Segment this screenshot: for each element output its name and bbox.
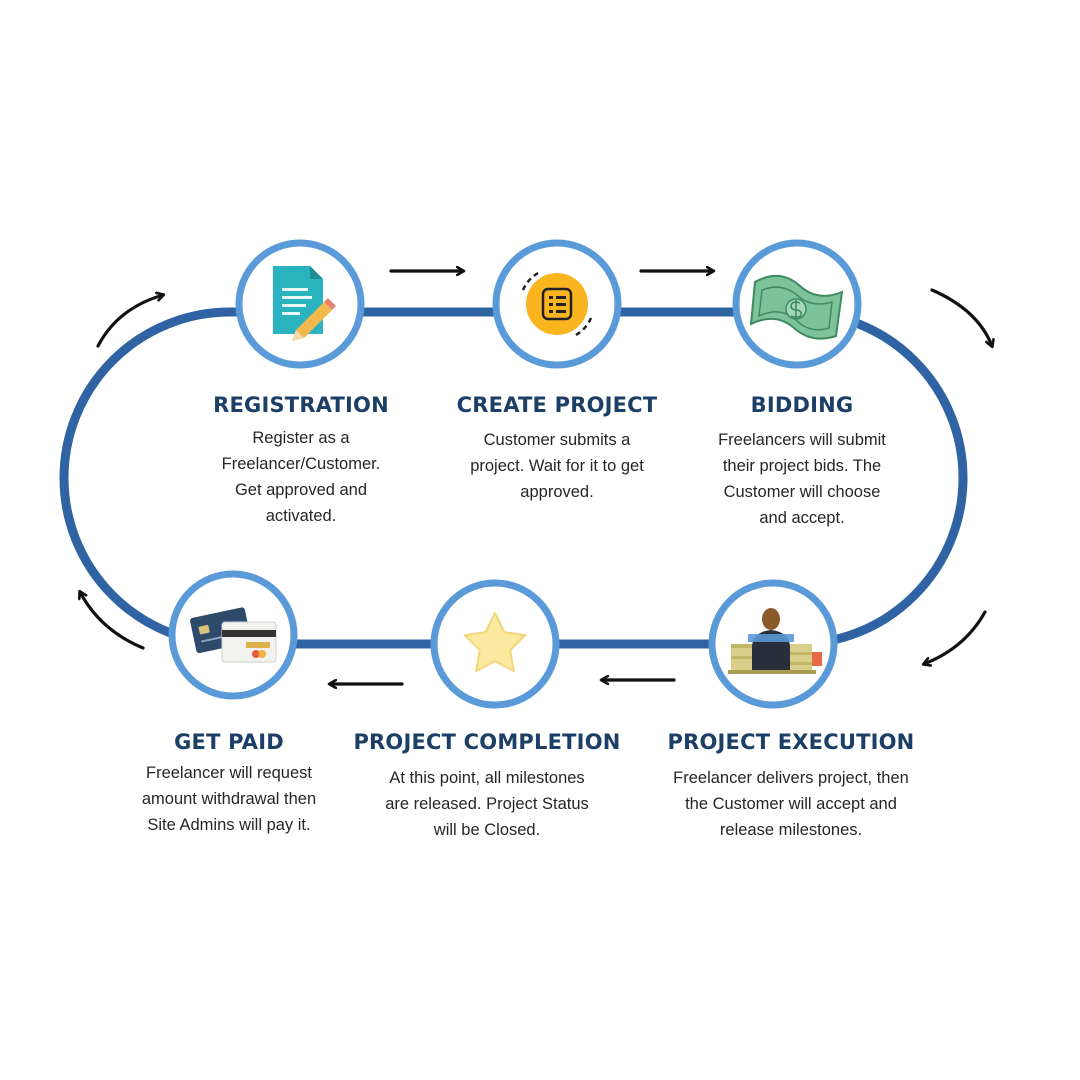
step-description-line: Get approved and: [234, 481, 368, 499]
step-title-create-project: CREATE PROJECT: [456, 393, 658, 417]
step-description-line: Freelancer will request: [146, 764, 312, 782]
step-description-registration: Register as a Freelancer/Customer. Get app…: [141, 425, 461, 529]
step-node-bidding: [732, 239, 862, 369]
arrow-curve-top-right: [930, 288, 992, 346]
arrow-curve-bottom-right: [924, 610, 987, 664]
step-description-get-paid: Freelancer will request amount withdrawal…: [69, 760, 389, 838]
step-description-line: Customer submits a: [483, 431, 631, 449]
arrow-curve-bottom-left: [80, 592, 145, 650]
step-description-line: their project bids. The: [722, 457, 882, 475]
step-description-line: the Customer will accept and: [685, 795, 897, 813]
person-at-desk-icon: [728, 608, 822, 674]
step-description-project-completion: At this point, all milestones are release…: [327, 765, 647, 843]
step-description-line: Freelancer/Customer.: [221, 455, 381, 473]
step-node-project-completion: [430, 579, 560, 709]
step-description-line: release milestones.: [719, 821, 863, 839]
checklist-icon: [521, 270, 593, 338]
step-title-get-paid: GET PAID: [174, 730, 284, 754]
step-description-line: Site Admins will pay it.: [147, 816, 311, 834]
step-description-create-project: Customer submits a project. Wait for it t…: [397, 427, 717, 505]
step-description-line: and accept.: [759, 509, 845, 527]
step-description-line: Register as a: [252, 429, 350, 447]
step-node-registration: [235, 239, 365, 369]
step-description-line: Freelancers will submit: [718, 431, 886, 449]
step-description-bidding: Freelancers will submit their project bid…: [642, 427, 962, 531]
step-title-project-execution: PROJECT EXECUTION: [667, 730, 915, 754]
step-title-project-completion: PROJECT COMPLETION: [353, 730, 621, 754]
step-description-project-execution: Freelancer delivers project, then the Cus…: [631, 765, 951, 843]
step-title-registration: REGISTRATION: [213, 393, 389, 417]
step-description-line: Customer will choose: [723, 483, 881, 501]
step-description-line: approved.: [520, 483, 594, 501]
step-node-project-execution: [708, 579, 838, 709]
step-node-get-paid: [168, 570, 298, 700]
step-description-line: project. Wait for it to get: [470, 457, 644, 475]
step-node-create-project: [492, 239, 622, 369]
step-title-bidding: BIDDING: [750, 393, 854, 417]
step-description-line: Freelancer delivers project, then: [673, 769, 909, 787]
document-pencil-icon: [273, 266, 336, 341]
arrow-curve-top-left: [96, 295, 163, 348]
step-description-line: At this point, all milestones: [389, 769, 585, 787]
step-description-line: activated.: [265, 507, 337, 525]
credit-card-icon: [190, 607, 277, 663]
money-bill-icon: [749, 275, 844, 340]
step-description-line: are released. Project Status: [385, 795, 589, 813]
step-description-line: amount withdrawal then: [141, 790, 317, 808]
step-description-line: will be Closed.: [433, 821, 541, 839]
star-icon: [463, 612, 527, 672]
